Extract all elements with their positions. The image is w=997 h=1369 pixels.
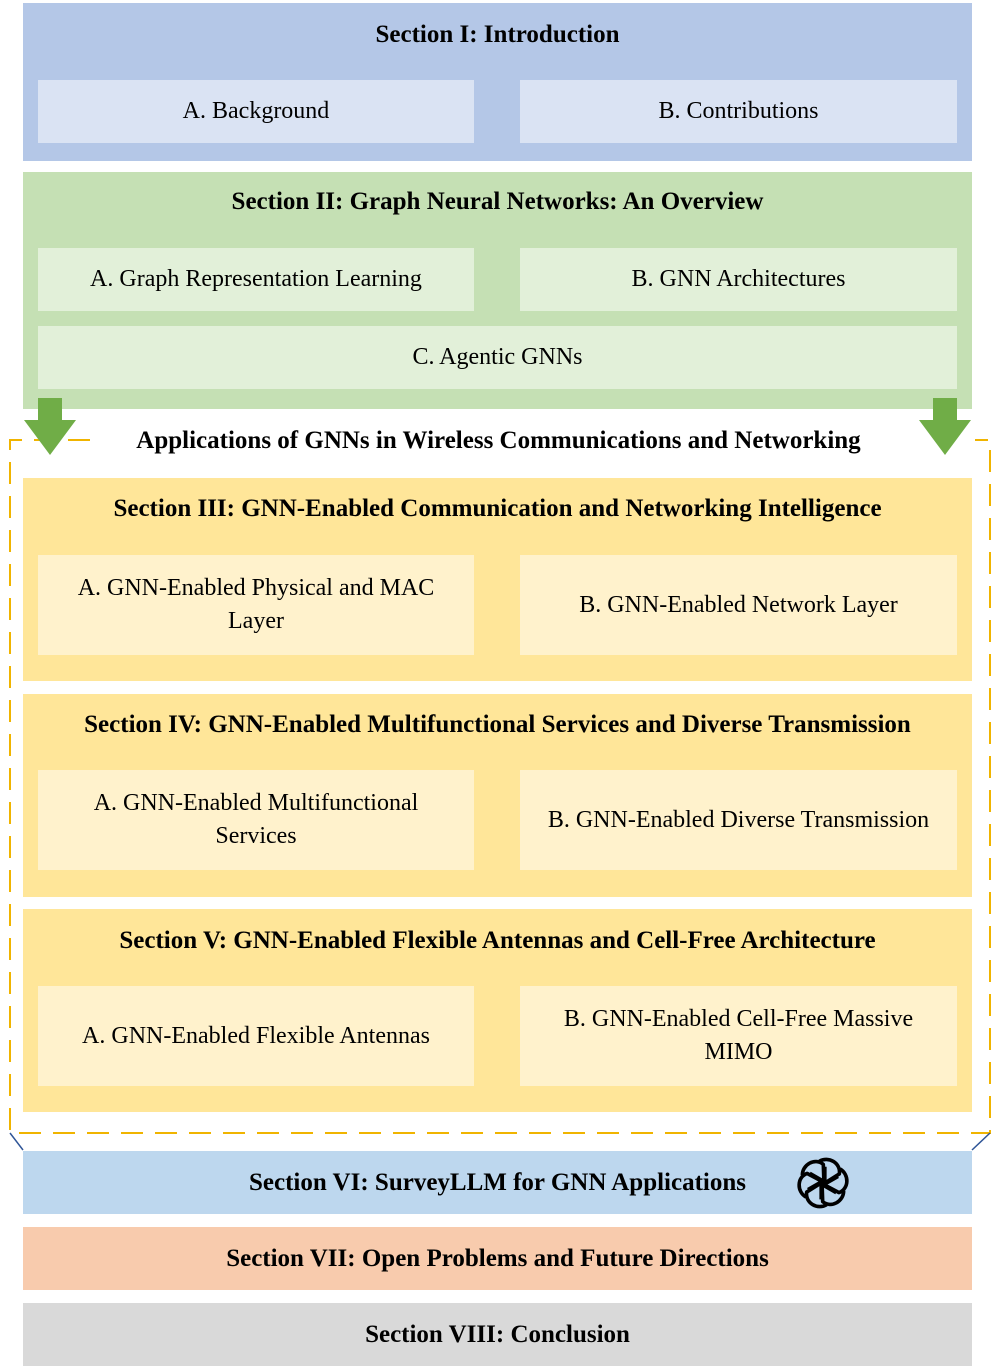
section-7-title: Section VII: Open Problems and Future Di… — [226, 1244, 769, 1272]
section-5-title: Section V: GNN-Enabled Flexible Antennas… — [119, 927, 876, 954]
arrow-down-left-icon — [24, 398, 76, 455]
arrow-down-right-icon — [919, 398, 971, 455]
section-8-conclusion: Section VIII: Conclusion — [23, 1303, 972, 1366]
section-3-communication-networking: Section III: GNN-Enabled Communication a… — [23, 478, 972, 681]
applications-heading: Applications of GNNs in Wireless Communi… — [136, 427, 861, 454]
section-2-title: Section II: Graph Neural Networks: An Ov… — [231, 188, 764, 215]
section-1-item-contributions: B. Contributions — [520, 80, 957, 143]
section-2-gnn-overview: Section II: Graph Neural Networks: An Ov… — [23, 172, 972, 409]
section-3-item-physical-mac-layer: A. GNN-Enabled Physical and MAC Layer — [38, 555, 474, 655]
section-8-title: Section VIII: Conclusion — [365, 1320, 630, 1348]
section-5-flexible-antennas: Section V: GNN-Enabled Flexible Antennas… — [23, 909, 972, 1112]
openai-logo-icon — [792, 1155, 854, 1211]
section-2-item-gnn-architectures: B. GNN Architectures — [520, 248, 957, 311]
section-4-title: Section IV: GNN-Enabled Multifunctional … — [84, 711, 911, 738]
section-5-item-cell-free-mimo: B. GNN-Enabled Cell-Free Massive MIMO — [520, 986, 957, 1086]
section-3-title: Section III: GNN-Enabled Communication a… — [113, 495, 882, 522]
section-4-item-diverse-transmission: B. GNN-Enabled Diverse Transmission — [520, 770, 957, 870]
section-6-surveyllm: Section VI: SurveyLLM for GNN Applicatio… — [23, 1151, 972, 1214]
section-2-item-agentic-gnns: C. Agentic GNNs — [38, 326, 957, 389]
section-6-title: Section VI: SurveyLLM for GNN Applicatio… — [248, 1168, 747, 1196]
section-4-multifunctional-services: Section IV: GNN-Enabled Multifunctional … — [23, 694, 972, 897]
section-5-item-flexible-antennas: A. GNN-Enabled Flexible Antennas — [38, 986, 474, 1086]
section-1-title: Section I: Introduction — [375, 21, 620, 48]
section-4-item-multifunctional-services: A. GNN-Enabled Multifunctional Services — [38, 770, 474, 870]
section-2-item-graph-representation-learning: A. Graph Representation Learning — [38, 248, 474, 311]
section-1-item-background: A. Background — [38, 80, 474, 143]
section-1-introduction: Section I: Introduction A. Background B.… — [23, 3, 972, 161]
section-3-item-network-layer: B. GNN-Enabled Network Layer — [520, 555, 957, 655]
section-7-open-problems: Section VII: Open Problems and Future Di… — [23, 1227, 972, 1290]
